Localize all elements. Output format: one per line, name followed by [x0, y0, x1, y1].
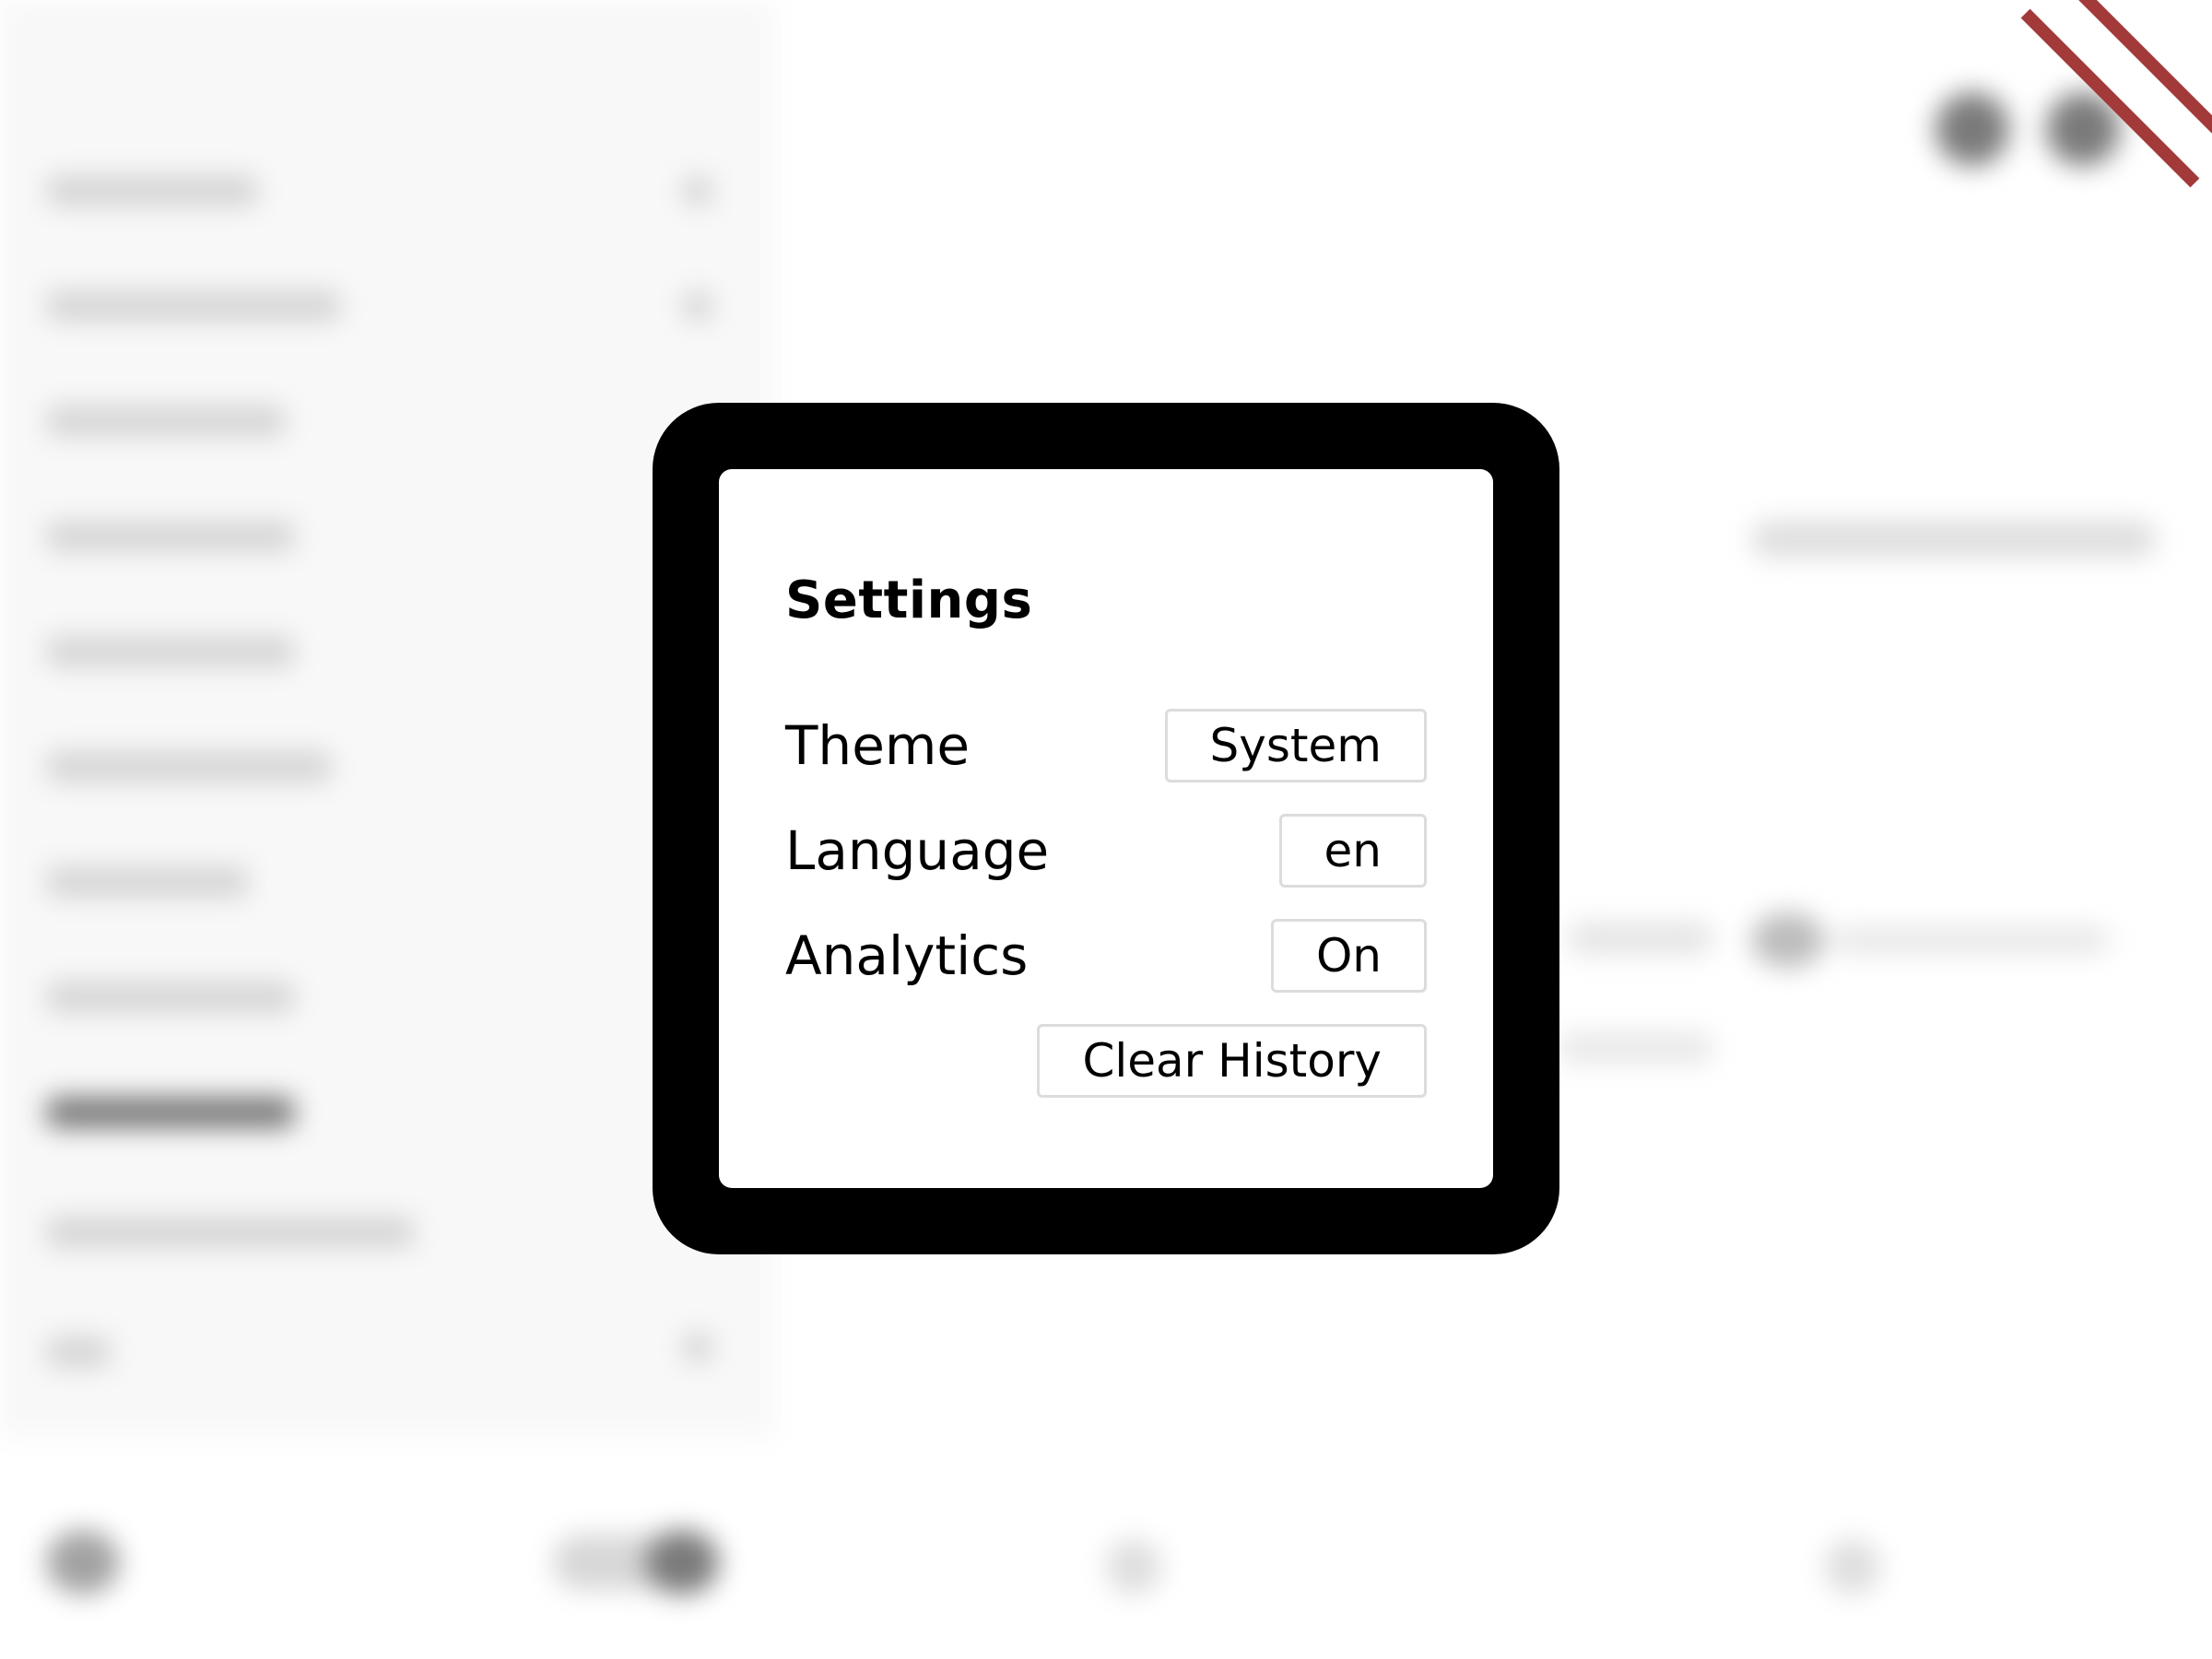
background-sidebar-item [46, 175, 258, 206]
background-sidebar-item [46, 866, 249, 898]
background-bottom-icon [1106, 1539, 1161, 1594]
background-avatar [1936, 92, 2009, 166]
background-sidebar [0, 0, 774, 1438]
background-sidebar-item [46, 406, 286, 437]
clear-history-button[interactable]: Clear History [1037, 1024, 1427, 1098]
background-sidebar-item [46, 290, 341, 322]
settings-dialog-frame: Settings Theme System Language en Analyt… [653, 403, 1559, 1254]
background-bottom-icon [645, 1530, 719, 1594]
background-sidebar-item-icon [682, 175, 713, 206]
analytics-label: Analytics [785, 924, 1029, 987]
background-sidebar-item-icon [682, 1332, 713, 1363]
background-sidebar-item [46, 521, 295, 552]
background-bottom-bar [0, 1438, 2212, 1659]
background-content-line [1558, 1032, 1714, 1064]
background-content-line [1751, 521, 2157, 558]
analytics-button[interactable]: On [1270, 919, 1427, 993]
background-content-icon [1751, 912, 1825, 968]
background-sidebar-item [46, 636, 295, 667]
background-sidebar-item-icon [682, 290, 713, 322]
language-label: Language [785, 819, 1050, 882]
background-bottom-icon [1825, 1539, 1880, 1594]
background-sidebar-item-selected [46, 1097, 295, 1128]
theme-button[interactable]: System [1164, 709, 1427, 782]
theme-label: Theme [785, 714, 971, 777]
settings-dialog: Settings Theme System Language en Analyt… [719, 469, 1493, 1188]
background-content-line [1567, 922, 1714, 955]
background-sidebar-item [46, 751, 332, 782]
background-content-line [1834, 926, 2111, 954]
language-button[interactable]: en [1278, 814, 1427, 888]
background-sidebar-item [46, 982, 295, 1013]
background-bottom-icon [46, 1530, 120, 1594]
background-sidebar-item [46, 1336, 111, 1368]
dialog-title: Settings [785, 571, 1033, 630]
background-sidebar-item [46, 1217, 415, 1248]
